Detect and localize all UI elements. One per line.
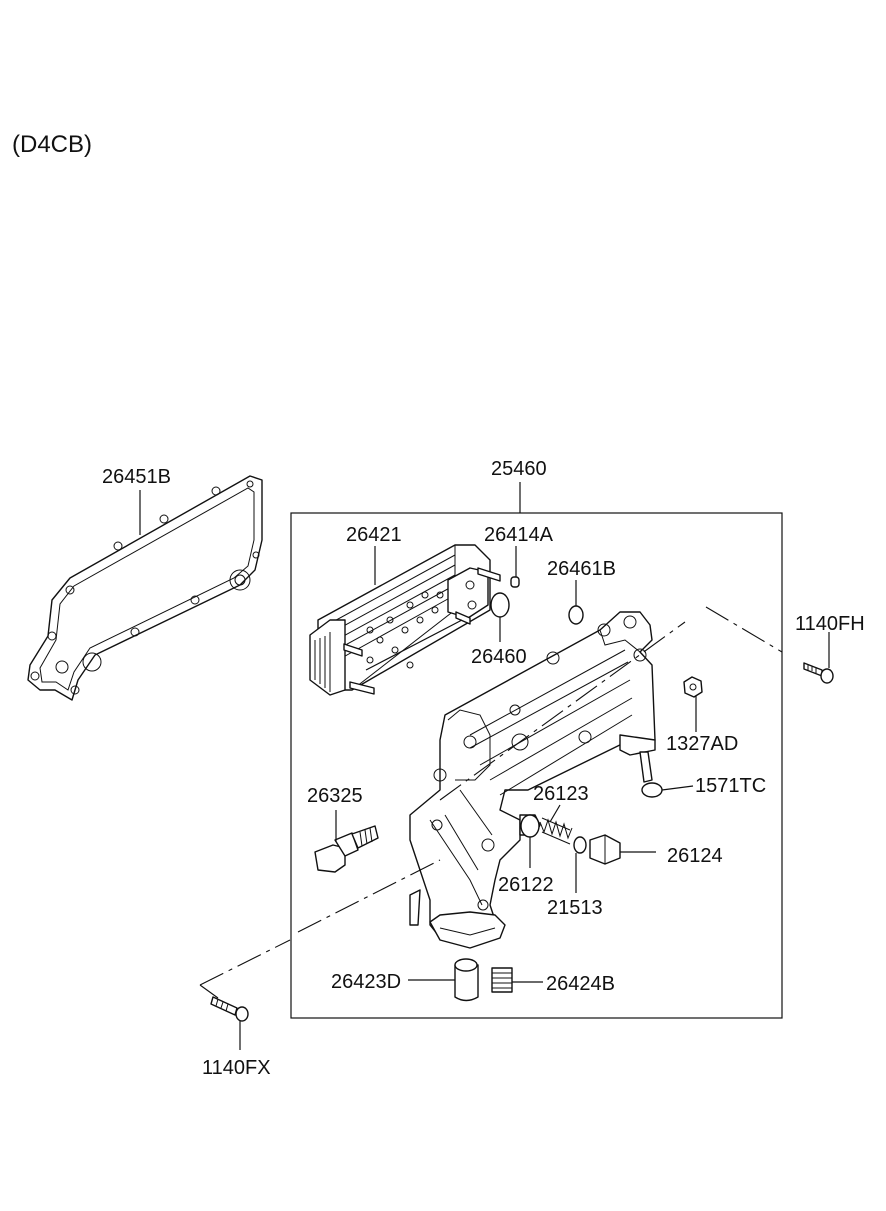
label-26421: 26421 (346, 524, 402, 546)
label-1140FX: 1140FX (202, 1057, 271, 1079)
label-26325: 26325 (307, 785, 363, 807)
o-ring-26414A[interactable] (510, 576, 520, 588)
label-21513: 21513 (547, 897, 603, 919)
label-26460: 26460 (471, 646, 527, 668)
bolt-1140FH[interactable] (803, 662, 834, 684)
gasket-26451B[interactable] (27, 475, 263, 701)
engine-code-title: (D4CB) (12, 131, 92, 158)
o-ring-26460[interactable] (490, 592, 510, 618)
label-1327AD: 1327AD (666, 733, 738, 755)
oil-filter-housing[interactable] (409, 611, 656, 949)
label-26461B: 26461B (547, 558, 616, 580)
label-26423D: 26423D (331, 971, 401, 993)
label-26123: 26123 (533, 783, 589, 805)
sleeve-26423D[interactable] (454, 958, 479, 1002)
plug-1571TC[interactable] (641, 782, 663, 798)
label-26414A: 26414A (484, 524, 554, 546)
plug-26124[interactable] (589, 834, 621, 865)
sensor-26325[interactable] (314, 825, 379, 873)
bolt-1140FX[interactable] (210, 996, 249, 1022)
o-ring-21513[interactable] (573, 836, 587, 854)
label-26424B: 26424B (546, 973, 615, 995)
assembly-frame (290, 512, 783, 1019)
label-1140FH: 1140FH (795, 613, 865, 635)
label-26451B: 26451B (102, 466, 171, 488)
spring-26424B[interactable] (491, 967, 513, 993)
o-ring-26461B[interactable] (568, 605, 584, 625)
label-1571TC: 1571TC (695, 775, 766, 797)
label-26122: 26122 (498, 874, 554, 896)
label-26124: 26124 (667, 845, 723, 867)
nut-1327AD[interactable] (683, 676, 703, 698)
oil-cooler-26421[interactable] (309, 544, 501, 696)
spring-26123[interactable] (539, 817, 573, 845)
ring-26122[interactable] (520, 814, 540, 838)
label-25460: 25460 (491, 458, 547, 480)
